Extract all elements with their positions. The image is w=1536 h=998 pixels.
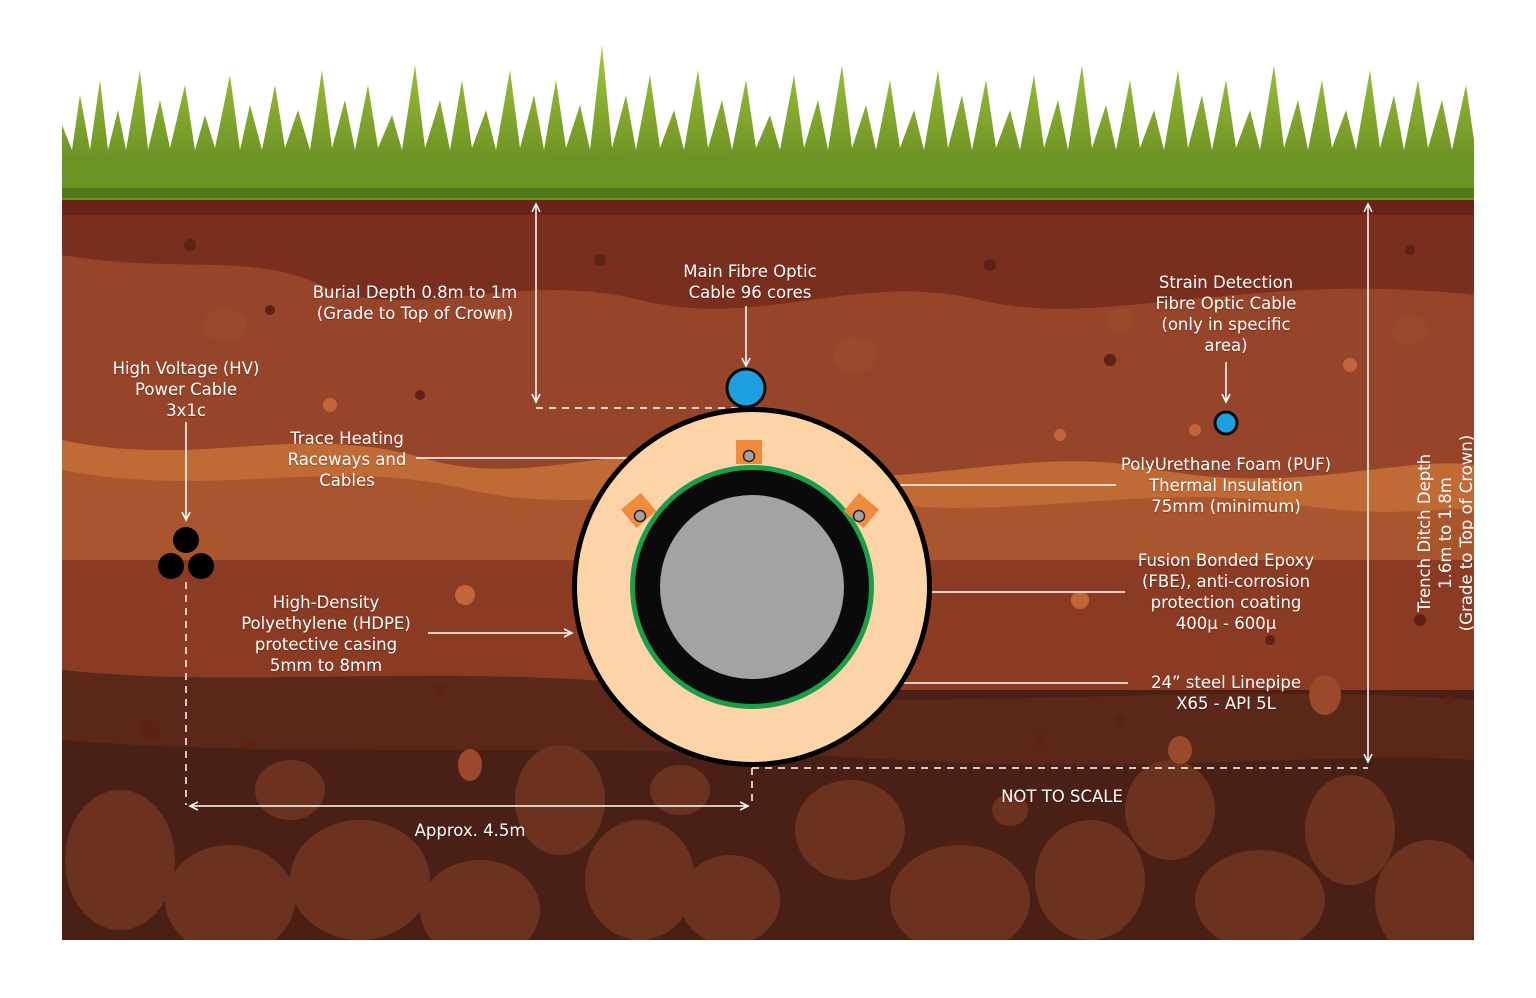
hdpe-label: High-Density Polyethylene (HDPE) protect… xyxy=(241,593,411,675)
strain-fibre-label: Strain Detection Fibre Optic Cable (only… xyxy=(1155,273,1297,355)
linepipe-label: 24” steel Linepipe X65 - API 5L xyxy=(1150,673,1302,713)
trace-heating-raceways xyxy=(621,440,879,529)
burial-depth-label: Burial Depth 0.8m to 1m (Grade to Top of… xyxy=(312,283,518,323)
grass-strip xyxy=(62,45,1474,200)
distance-label: Approx. 4.5m xyxy=(414,821,526,840)
strain-fibre-optic-cable xyxy=(1213,410,1239,436)
fbe-label: Fusion Bonded Epoxy (FBE), anti-corrosio… xyxy=(1137,551,1315,633)
main-fibre-label: Main Fibre Optic Cable 96 cores xyxy=(683,262,817,302)
puf-label: PolyUrethane Foam (PUF) Thermal Insulati… xyxy=(1120,455,1332,516)
not-to-scale-label: NOT TO SCALE xyxy=(1001,787,1123,806)
trace-heating-label: Trace Heating Raceways and Cables xyxy=(287,429,407,490)
hv-power-cable xyxy=(158,527,214,579)
soil-blobs xyxy=(203,308,1428,781)
rocks xyxy=(65,745,1474,940)
main-fibre-optic-cable xyxy=(725,367,767,409)
pipe-bore xyxy=(660,495,844,679)
pebbles xyxy=(323,309,1357,609)
trench-depth-label: Trench Ditch Depth 1.6m to 1.8m (Grade t… xyxy=(1415,434,1476,632)
hv-cable-label: High Voltage (HV) Power Cable 3x1c xyxy=(112,359,260,420)
pipe-cross-section xyxy=(572,407,932,767)
